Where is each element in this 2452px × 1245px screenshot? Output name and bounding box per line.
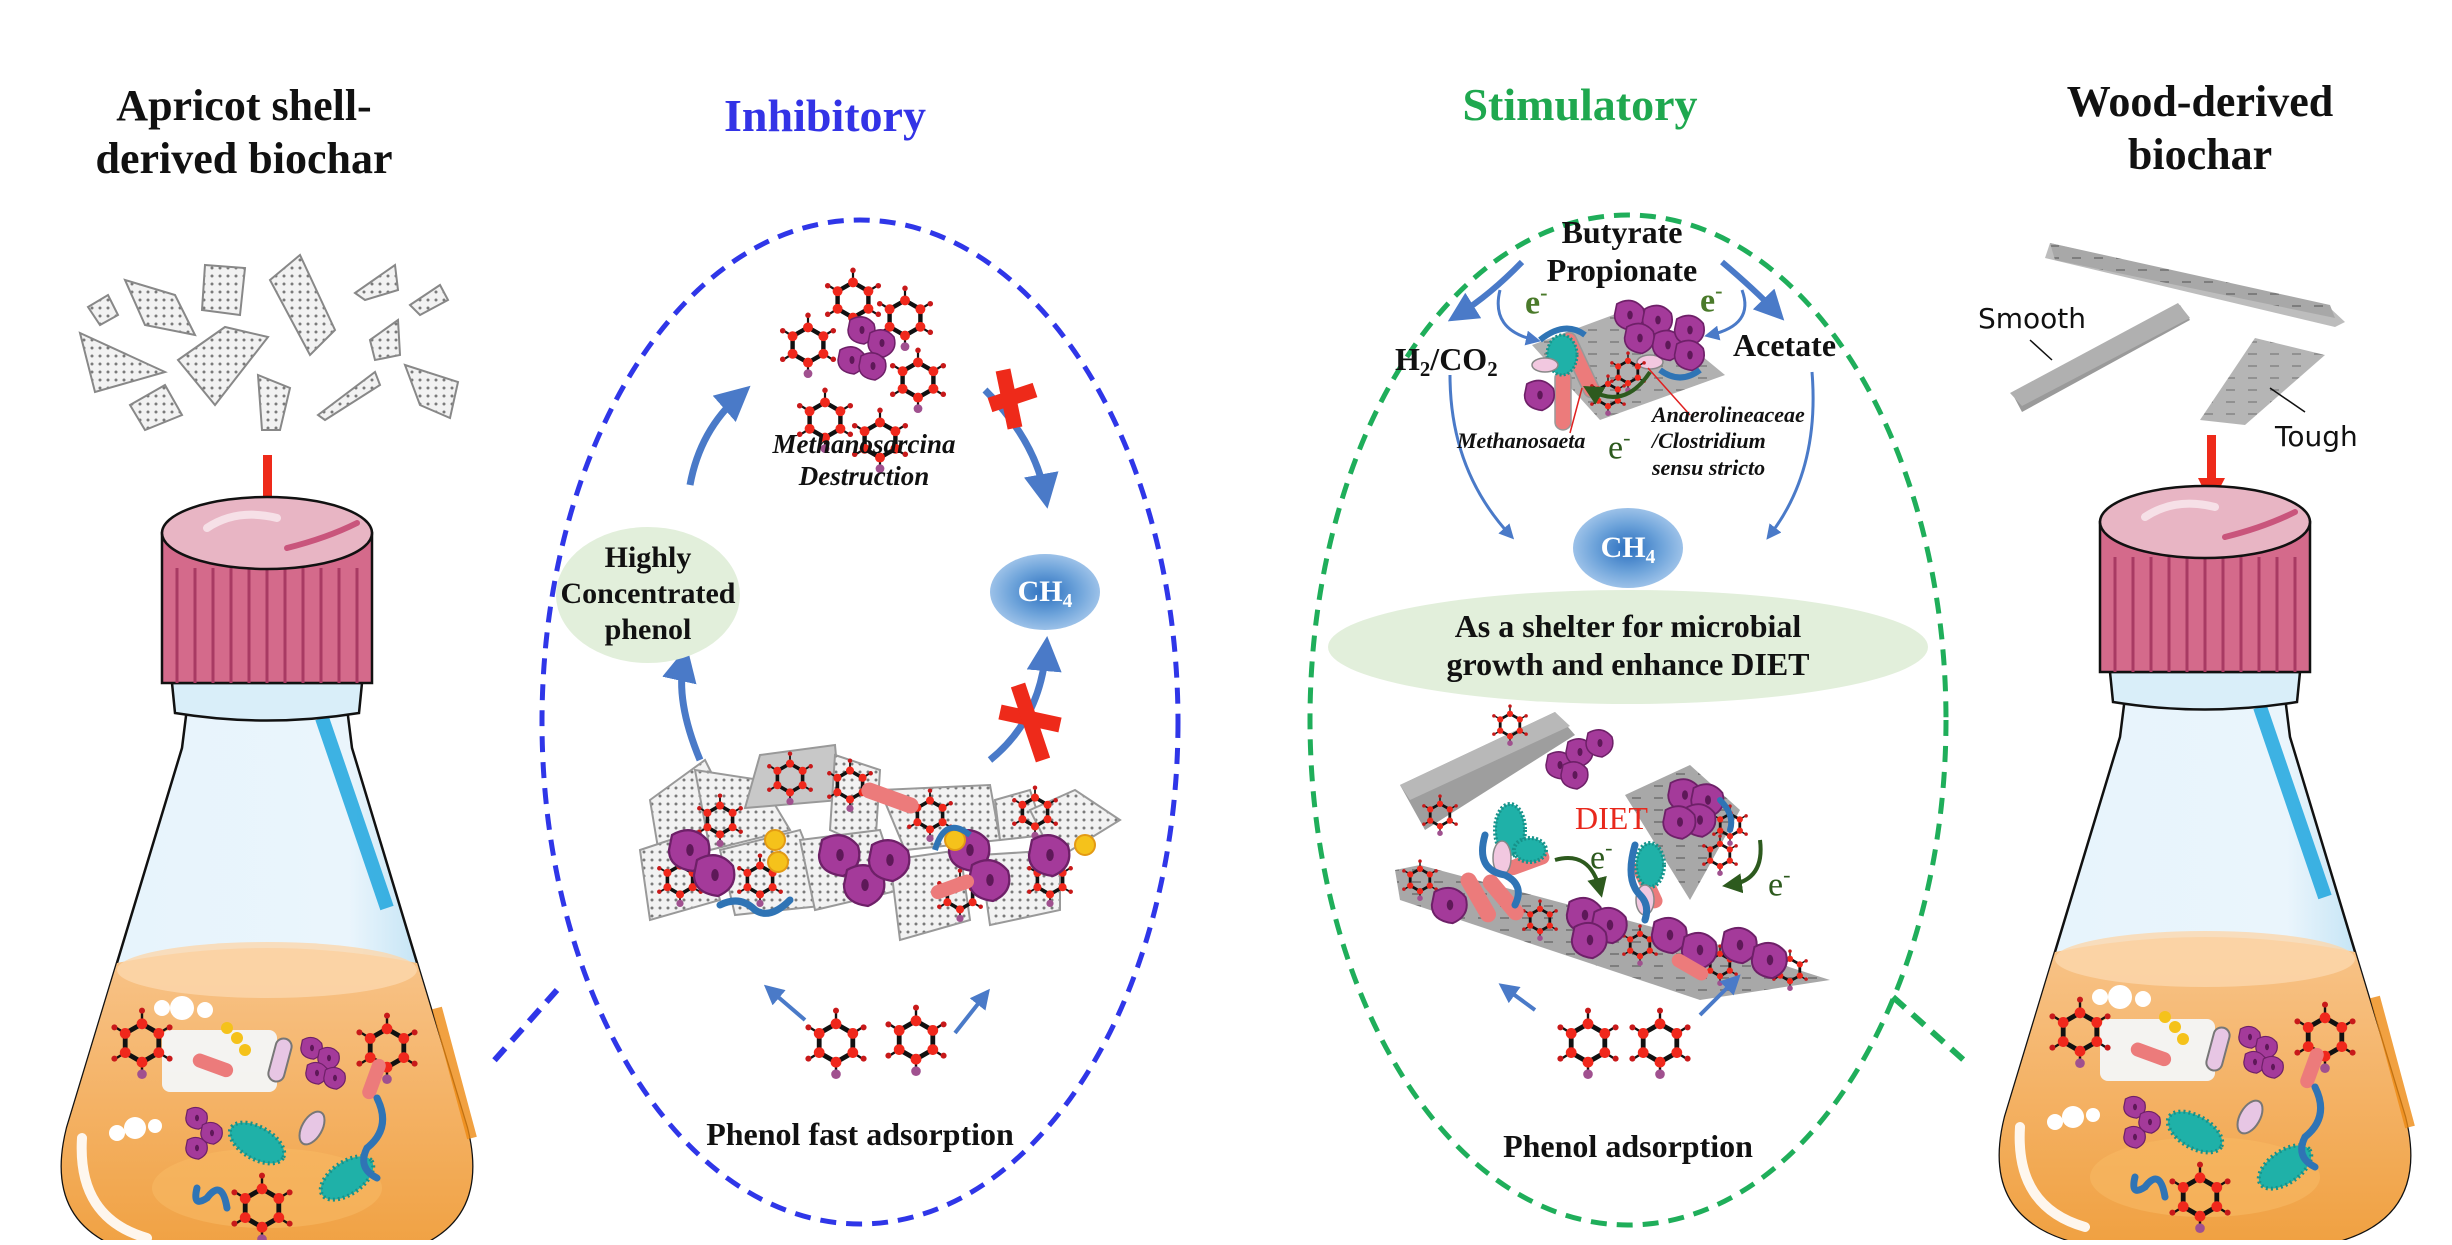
arrow-biochar-to-phenol <box>662 646 704 762</box>
diet-label: DIET <box>1575 800 1648 836</box>
methanosarcina-label: Methanosarcina <box>772 429 956 459</box>
ch4-sub: 4 <box>1062 590 1073 612</box>
ch4-main: CH <box>1017 575 1063 608</box>
adsorption-arrow-left <box>763 984 807 1022</box>
substrate-label: Butyrate Propionate <box>1472 213 1772 290</box>
e-text: e <box>1525 284 1541 322</box>
methanosaeta-label: Methanosaeta <box>1457 428 1586 453</box>
electron-arrow-diet-left <box>1554 856 1607 898</box>
wood-biochar-plates-icon <box>2010 243 2345 425</box>
ch4-main: CH <box>1600 531 1646 564</box>
wood-biochar-diet-plates-icon <box>1395 702 1830 1000</box>
shelter-line2: growth and enhance DIET <box>1446 646 1810 683</box>
wood-title-line1: Wood-derived <box>2066 77 2334 126</box>
destruction-label: Destruction <box>798 461 930 492</box>
apricot-biochar-fragments-icon <box>78 253 460 432</box>
ch4-sub: 4 <box>1645 546 1656 568</box>
electron-label-diet-left: e- <box>1590 835 1612 877</box>
h2-sub2: 2 <box>1487 358 1498 382</box>
electron-transfer-arrow <box>1583 370 1652 405</box>
flask-apricot-icon <box>62 497 472 1240</box>
bacteria-pointer <box>1647 367 1691 416</box>
stimulatory-outline <box>1307 212 1949 1228</box>
shelter-label: As a shelter for microbial growth and en… <box>1378 607 1878 684</box>
tough-label: Tough <box>2275 420 2358 453</box>
inhibitory-connector-line <box>489 988 560 1065</box>
apricot-title: Apricot shell- derived biochar <box>44 80 444 186</box>
adsorption-arrow-right-stim <box>1698 974 1741 1017</box>
electron-label-right: e- <box>1700 278 1722 320</box>
e-text: e <box>1608 429 1624 467</box>
stimulatory-title: Stimulatory <box>1462 79 1698 130</box>
sensu-stricto-label: sensu stricto <box>1652 454 1766 480</box>
highly-concentrated-phenol-bubble <box>556 527 740 663</box>
butyrate-label: Butyrate <box>1561 214 1683 250</box>
h2-co2-label: H2/CO2 <box>1395 340 1515 383</box>
highly-concentrated-phenol-label: Highly Concentrated phenol <box>548 540 748 648</box>
wood-title-line2: biochar <box>2127 129 2273 179</box>
e-text: e <box>1768 866 1784 904</box>
ch4-bubble-inhibitory <box>990 554 1100 630</box>
clostridium-label: /Clostridium <box>1652 428 1766 454</box>
stimulatory-connector-line <box>1891 994 1969 1066</box>
phenol-bubble-line3: phenol <box>604 613 692 646</box>
adsorption-arrow-right <box>953 988 990 1035</box>
electron-arrow-left <box>1496 289 1541 346</box>
h2-pre: H <box>1395 341 1420 377</box>
electron-label-diet-right: e- <box>1768 862 1790 904</box>
apricot-title-line1: Apricot shell- <box>116 81 372 130</box>
arrow-acetate-to-ch4 <box>1766 371 1815 540</box>
phenol-molecules-stimulatory <box>1557 1008 1690 1079</box>
apricot-title-line2: derived biochar <box>95 133 393 183</box>
phenol-molecules-inhibitory <box>805 1005 946 1079</box>
inhibitory-biochar-aggregate-icon <box>638 743 1122 942</box>
e-sup: - <box>1605 835 1613 860</box>
acetate-label: Acetate <box>1733 327 1837 363</box>
diet-syntrophy-cluster-icon <box>1523 299 1725 431</box>
phenol-bubble-line1: Highly <box>604 541 692 574</box>
inhibitory-title: Inhibitory <box>724 90 926 141</box>
arrow-phenol-to-destruction <box>686 385 751 486</box>
e-text: e <box>1590 839 1606 877</box>
e-text: e <box>1700 282 1716 320</box>
phenol-bubble-line2: Concentrated <box>560 577 736 610</box>
ch4-label-stimulatory: CH4 <box>1578 530 1678 569</box>
methanosaeta-pointer <box>1569 387 1583 434</box>
arrow-to-h2co2 <box>1447 259 1525 322</box>
inhibitory-outline <box>539 217 1181 1227</box>
adsorption-arrow-left-stim <box>1498 983 1537 1012</box>
ch4-bubble-stimulatory <box>1573 508 1683 588</box>
red-x-icon <box>998 682 1062 763</box>
anaerolineaceae-label: Anaerolineaceae <box>1652 402 1805 427</box>
electron-arrow-diet-right <box>1722 839 1763 894</box>
bacteria-label: Anaerolineaceae /Clostridium sensu stric… <box>1652 402 1805 481</box>
arrow-to-acetate <box>1720 259 1785 321</box>
smooth-label: Smooth <box>1978 302 2087 335</box>
phenol-adsorption-label: Phenol adsorption <box>1503 1128 1753 1164</box>
e-sup: - <box>1715 278 1723 303</box>
shelter-line1: As a shelter for microbial <box>1454 608 1802 644</box>
e-sup: - <box>1783 862 1791 887</box>
e-sup: - <box>1623 425 1631 450</box>
shelter-bubble <box>1328 590 1928 704</box>
phenol-fast-adsorption-label: Phenol fast adsorption <box>706 1116 1014 1152</box>
ch4-label-inhibitory: CH4 <box>995 574 1095 613</box>
propionate-label: Propionate <box>1546 252 1698 289</box>
h2-mid: /CO <box>1430 341 1488 377</box>
electron-arrow-right <box>1704 289 1747 341</box>
e-sup: - <box>1540 280 1548 305</box>
red-x-icon <box>987 368 1038 430</box>
electron-label-center: e- <box>1608 425 1630 467</box>
h2-sub1: 2 <box>1419 358 1431 382</box>
methanosarcina-destruction-label: Methanosarcina Destruction <box>714 428 1014 493</box>
electron-label-left: e- <box>1525 280 1547 322</box>
wood-title: Wood-derived biochar <box>2000 76 2400 182</box>
flask-wood-icon <box>2000 486 2410 1240</box>
arrow-h2co2-to-ch4 <box>1448 374 1515 540</box>
